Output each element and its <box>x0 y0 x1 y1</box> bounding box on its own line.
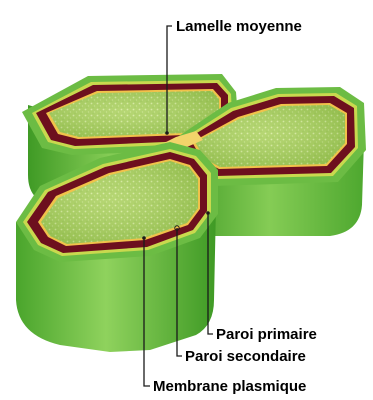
leader-dot-primary-wall <box>206 211 210 215</box>
leader-dot-plasma-membrane <box>142 236 146 240</box>
leader-dot-middle-lamella <box>165 131 169 135</box>
label-middle-lamella: Lamelle moyenne <box>176 18 302 35</box>
label-plasma-membrane: Membrane plasmique <box>153 378 306 395</box>
label-primary-wall: Paroi primaire <box>216 326 317 343</box>
label-secondary-wall: Paroi secondaire <box>185 348 306 365</box>
